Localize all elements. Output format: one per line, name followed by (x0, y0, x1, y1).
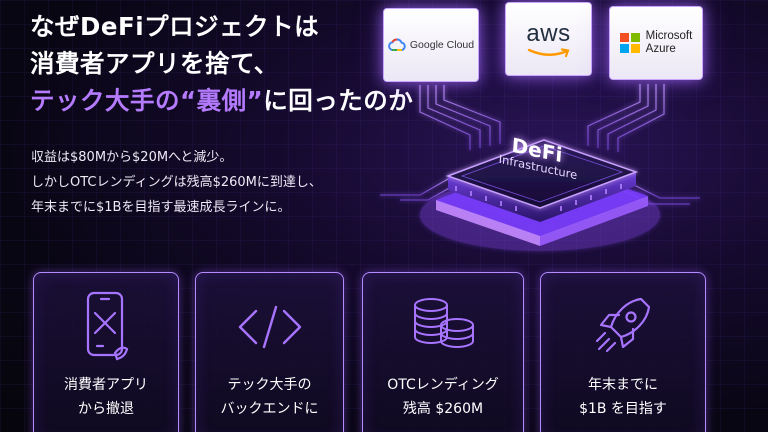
google-cloud-box: Google Cloud (383, 8, 479, 82)
headline-rest: に回ったのか (263, 86, 414, 115)
headline-line-2: 消費者アプリを捨て、 (30, 49, 279, 78)
card-tech-backend: テック大手の バックエンドに (195, 272, 344, 432)
headline-line-1: なぜDeFiプロジェクトは (30, 12, 320, 41)
aws-label: aws (526, 20, 571, 47)
headline-accent: テック大手の“裏側” (30, 86, 264, 115)
rocket-icon (595, 297, 651, 353)
circuit-lines (380, 80, 700, 205)
microsoft-logo-icon (619, 33, 640, 53)
card-1-line-1: 消費者アプリ (64, 377, 148, 393)
card-2-line-1: テック大手の (227, 377, 312, 393)
crossed-phone-icon (86, 291, 129, 361)
card-3-line-1: OTCレンディング (387, 377, 499, 393)
azure-box: Microsoft Azure (609, 6, 703, 80)
card-consumer-exit: 消費者アプリ から撤退 (33, 272, 179, 432)
azure-label-line-1: Microsoft (645, 30, 693, 42)
aws-box: aws (505, 2, 592, 76)
card-1b-goal: 年末までに $1B を目指す (540, 272, 706, 432)
card-1-line-2: から撤退 (78, 401, 134, 417)
headline: なぜDeFiプロジェクトは 消費者アプリを捨て、 テック大手の“裏側”に回ったの… (30, 8, 413, 119)
summary-text: 収益は$80Mから$20Mへと減少。 しかしOTCレンディングは残高$260Mに… (31, 145, 322, 220)
coin-stack-icon (414, 298, 474, 348)
aws-smile-icon (527, 48, 569, 58)
card-otc-lending: OTCレンディング 残高 $260M (362, 272, 524, 432)
headline-line-3: テック大手の“裏側”に回ったのか (30, 82, 413, 119)
summary-line-2: しかしOTCレンディングは残高$260Mに到達し、 (31, 175, 322, 190)
summary-line-3: 年末までに$1Bを目指す最速成長ラインに。 (31, 200, 291, 215)
azure-label-line-2: Azure (645, 43, 676, 55)
card-4-line-1: 年末までに (588, 377, 658, 393)
google-cloud-icon (388, 38, 406, 51)
summary-line-1: 収益は$80Mから$20Mへと減少。 (31, 150, 233, 165)
google-cloud-label: Google Cloud (409, 39, 475, 51)
card-2-line-2: バックエンドに (220, 401, 319, 417)
code-brackets-icon (238, 305, 301, 349)
card-3-line-2: 残高 $260M (402, 401, 484, 417)
card-4-line-2: $1B を目指す (579, 401, 667, 417)
